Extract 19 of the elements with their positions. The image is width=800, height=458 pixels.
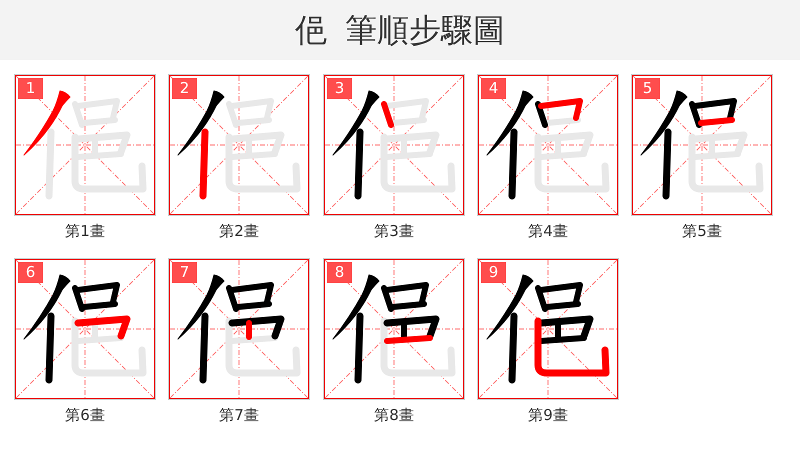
number-badge: 1 [18,78,43,99]
step-label: 第4畫 [528,222,568,240]
step-label: 第3畫 [374,222,414,240]
step-label: 第1畫 [65,222,105,240]
step-label: 第8畫 [374,406,414,424]
step-label: 第5畫 [682,222,722,240]
number-badge: 3 [327,78,352,99]
step-label: 第9畫 [528,406,568,424]
number-badge: 7 [172,262,197,283]
number-badge: 4 [481,78,506,99]
title: 俋 筆順步驟圖 [294,11,506,49]
number-badge: 2 [172,78,197,99]
step-label: 第6畫 [65,406,105,424]
number-badge: 5 [635,78,660,99]
number-badge: 6 [18,262,43,283]
number-badge: 9 [481,262,506,283]
step-label: 第7畫 [219,406,259,424]
number-badge: 8 [327,262,352,283]
step-label: 第2畫 [219,222,259,240]
